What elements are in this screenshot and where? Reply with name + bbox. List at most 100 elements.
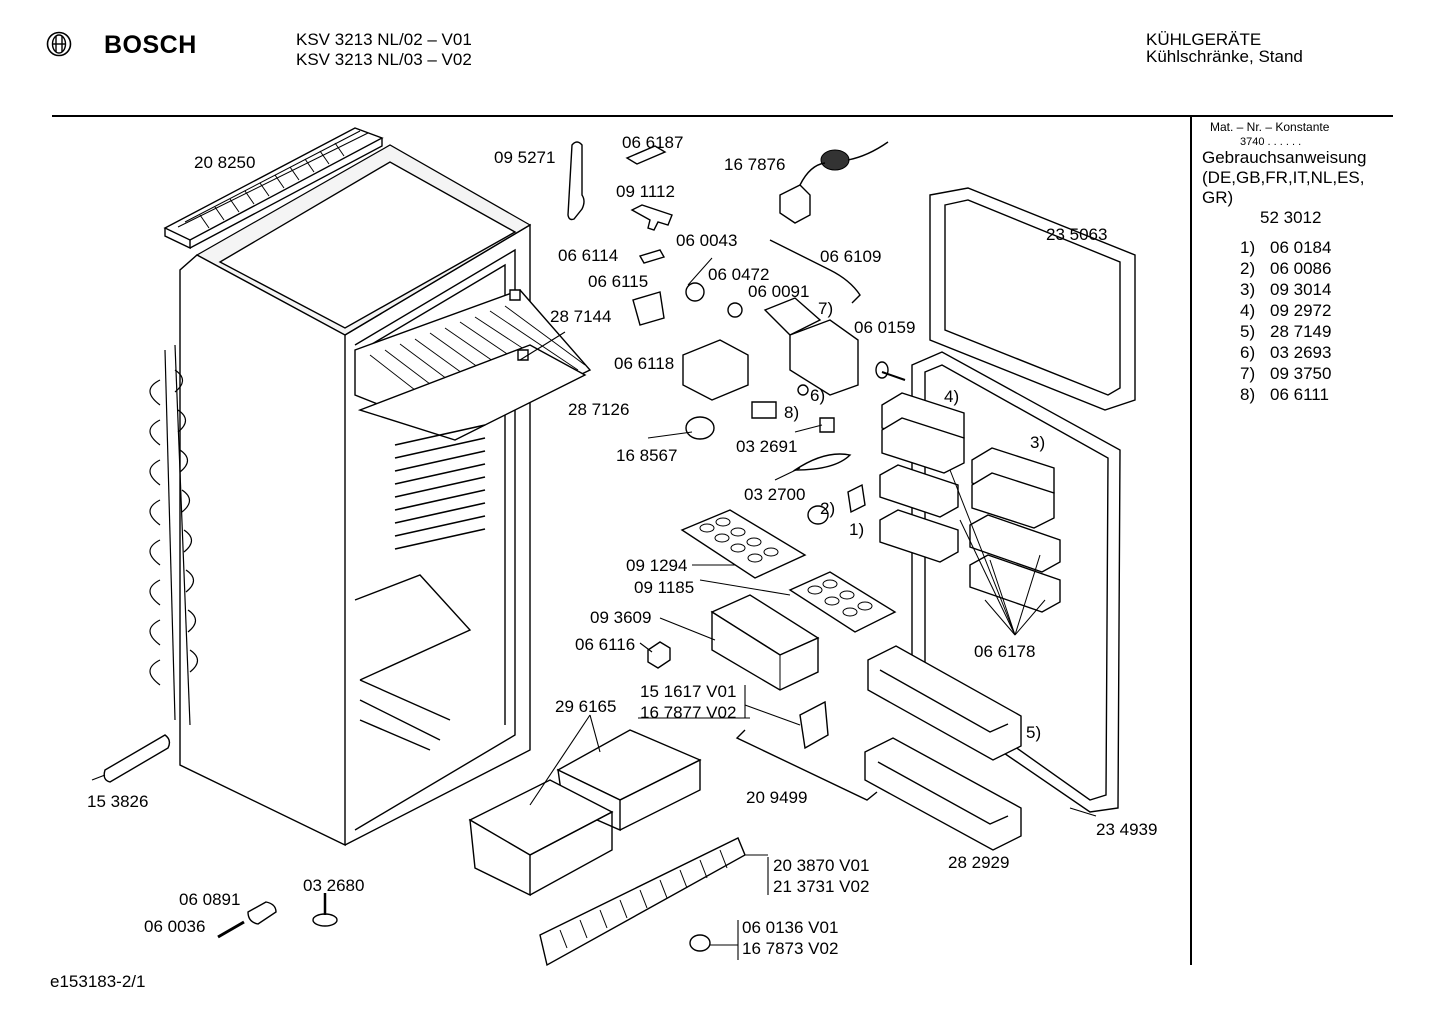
condenser-coil	[150, 345, 198, 725]
label-093609: 09 3609	[590, 608, 652, 627]
document-id: e153183-2/1	[50, 972, 146, 991]
part-ref2	[808, 506, 828, 524]
label-091112: 09 1112	[616, 182, 675, 201]
label-091185: 09 1185	[634, 578, 695, 597]
label-ref4: 4)	[944, 387, 960, 406]
part-151617	[800, 702, 828, 748]
footnote-num: 6)	[1240, 343, 1256, 362]
part-093609	[712, 595, 818, 690]
part-066115	[633, 292, 664, 325]
footnote-num: 1)	[1240, 238, 1256, 257]
label-167877: 16 7877 V02	[640, 703, 737, 722]
part-066187	[627, 146, 665, 164]
label-151617: 15 1617 V01	[640, 682, 737, 701]
bosch-logo-icon	[46, 31, 72, 57]
model-line-2: KSV 3213 NL/03 – V02	[296, 50, 472, 69]
part-ref1	[848, 485, 865, 512]
footnote-num: 4)	[1240, 301, 1256, 320]
part-091112	[632, 205, 672, 230]
part-ref8	[752, 402, 776, 418]
part-167876	[780, 142, 888, 223]
label-ref6: 6)	[810, 386, 826, 405]
top-vent-grille	[165, 128, 382, 248]
label-282929: 28 2929	[948, 853, 1010, 872]
label-066187: 06 6187	[622, 133, 684, 152]
part-060472	[728, 303, 742, 317]
label-ref2: 2)	[820, 499, 836, 518]
part-060891	[218, 902, 276, 937]
part-091294	[682, 510, 895, 632]
label-235063: 23 5063	[1046, 225, 1108, 244]
label-066116: 06 6116	[575, 635, 636, 654]
label-066115: 06 6115	[588, 272, 649, 291]
part-032680	[313, 893, 337, 926]
label-209499: 20 9499	[746, 788, 808, 807]
model-line-1: KSV 3213 NL/02 – V01	[296, 30, 472, 49]
door-shelves	[880, 393, 1060, 635]
material-constant-value: 3740 . . . . . .	[1240, 136, 1302, 148]
footnote-part: 28 7149	[1270, 322, 1332, 341]
footnote-num: 3)	[1240, 280, 1256, 299]
part-032700	[795, 454, 850, 470]
footnote-part: 06 6111	[1270, 385, 1329, 404]
label-167873: 16 7873 V02	[742, 939, 839, 958]
label-066109: 06 6109	[820, 247, 882, 266]
part-032691	[820, 418, 834, 432]
part-066116	[648, 642, 670, 668]
label-060091: 06 0091	[748, 282, 810, 301]
footnote-part: 03 2693	[1270, 343, 1332, 362]
part-060159	[876, 362, 905, 380]
label-ref5: 5)	[1026, 723, 1042, 742]
part-060091	[765, 298, 820, 335]
label-ref7: 7)	[818, 299, 834, 318]
drain-tube	[92, 735, 169, 782]
manual-label: Gebrauchsanweisung	[1202, 148, 1367, 167]
part-235063	[930, 188, 1135, 410]
part-066114	[640, 250, 664, 263]
part-066118	[683, 340, 748, 400]
label-060043: 06 0043	[676, 231, 738, 250]
part-ref6	[798, 385, 808, 395]
part-060136	[690, 935, 710, 951]
label-095271: 09 5271	[494, 148, 556, 167]
material-constant-title: Mat. – Nr. – Konstante	[1210, 120, 1330, 134]
footnote-part: 09 3750	[1270, 364, 1332, 383]
label-060136: 06 0136 V01	[742, 918, 839, 937]
footnote-part: 06 0086	[1270, 259, 1332, 278]
label-066178: 06 6178	[974, 642, 1036, 661]
part-282929	[865, 738, 1021, 850]
part-168567	[686, 417, 714, 439]
label-287126: 28 7126	[568, 400, 630, 419]
part-ref5-rack	[868, 646, 1021, 760]
footnote-part: 06 0184	[1270, 238, 1332, 257]
label-296165: 29 6165	[555, 697, 617, 716]
label-060472: 06 0472	[708, 265, 770, 284]
footnote-part: 09 2972	[1270, 301, 1332, 320]
label-032700: 03 2700	[744, 485, 806, 504]
part-203870	[540, 838, 745, 965]
part-209499	[737, 730, 877, 800]
footnote-num: 8)	[1240, 385, 1256, 404]
label-168567: 16 8567	[616, 446, 678, 465]
manual-languages-2: GR)	[1202, 188, 1234, 207]
label-203870: 20 3870 V01	[773, 856, 870, 875]
label-287144: 28 7144	[550, 307, 612, 326]
label-ref8: 8)	[784, 403, 800, 422]
label-153826: 15 3826	[87, 792, 149, 811]
footnote-num: 5)	[1240, 322, 1256, 341]
label-066118: 06 6118	[614, 354, 675, 373]
category-subtitle: Kühlschränke, Stand	[1146, 47, 1303, 66]
label-234939: 23 4939	[1096, 820, 1158, 839]
label-060036: 06 0036	[144, 917, 206, 936]
label-ref3: 3)	[1030, 433, 1046, 452]
label-060891: 06 0891	[179, 890, 241, 909]
part-066109	[770, 240, 860, 303]
label-032680: 03 2680	[303, 876, 365, 895]
label-091294: 09 1294	[626, 556, 688, 575]
part-060043	[686, 258, 712, 301]
brand-name: BOSCH	[104, 31, 197, 59]
label-ref1: 1)	[849, 520, 865, 539]
part-ref7-housing	[790, 320, 858, 395]
label-208250: 20 8250	[194, 153, 256, 172]
